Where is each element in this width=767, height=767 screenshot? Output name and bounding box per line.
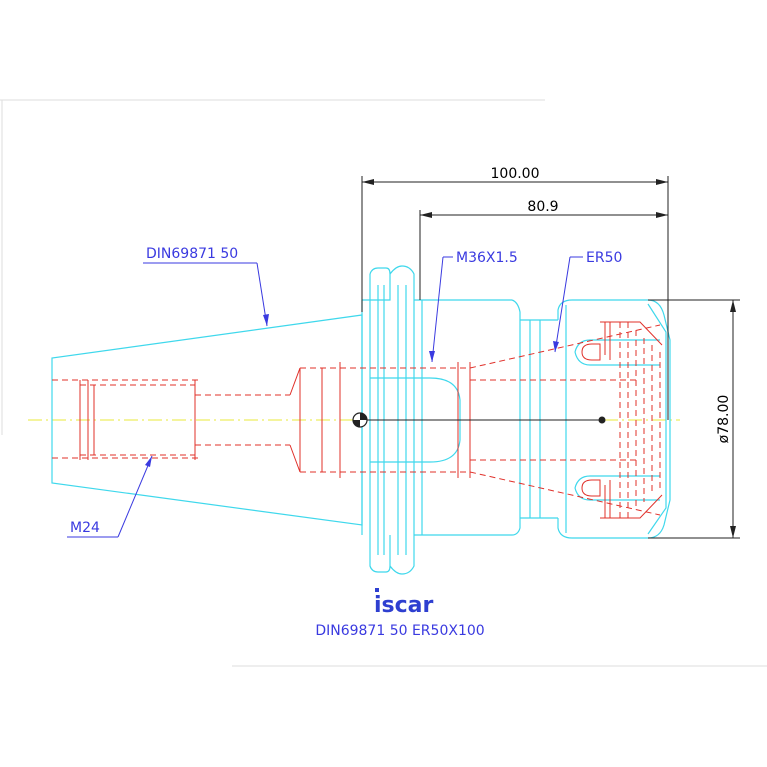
callout-thread-internal: M36X1.5 [429, 250, 518, 363]
callout-taper-label: DIN69871 50 [146, 246, 238, 262]
sheet-border [0, 99, 767, 667]
title-block: iscar DIN69871 50 ER50X100 [315, 588, 485, 639]
dimension-overall-length: 100.00 [361, 166, 669, 420]
callout-thread-rear-label: M24 [70, 520, 100, 536]
iscar-logo: iscar [374, 588, 434, 618]
dimension-diameter: ø78.00 [648, 299, 740, 539]
callout-taper: DIN69871 50 [143, 246, 269, 327]
reference-points [352, 412, 606, 428]
callout-collet: ER50 [553, 250, 622, 353]
dimension-collet-length: 80.9 [419, 199, 668, 300]
callout-thread-rear: M24 [67, 455, 153, 538]
dimension-diameter-label: ø78.00 [716, 395, 732, 444]
callout-thread-internal-label: M36X1.5 [456, 250, 518, 266]
dimension-80-9-label: 80.9 [527, 199, 558, 215]
callout-collet-label: ER50 [586, 250, 622, 266]
logo-wordmark: iscar [374, 593, 434, 618]
internal-hidden-lines [52, 321, 663, 519]
part-name: DIN69871 50 ER50X100 [315, 623, 484, 639]
dimension-100-label: 100.00 [491, 166, 540, 182]
